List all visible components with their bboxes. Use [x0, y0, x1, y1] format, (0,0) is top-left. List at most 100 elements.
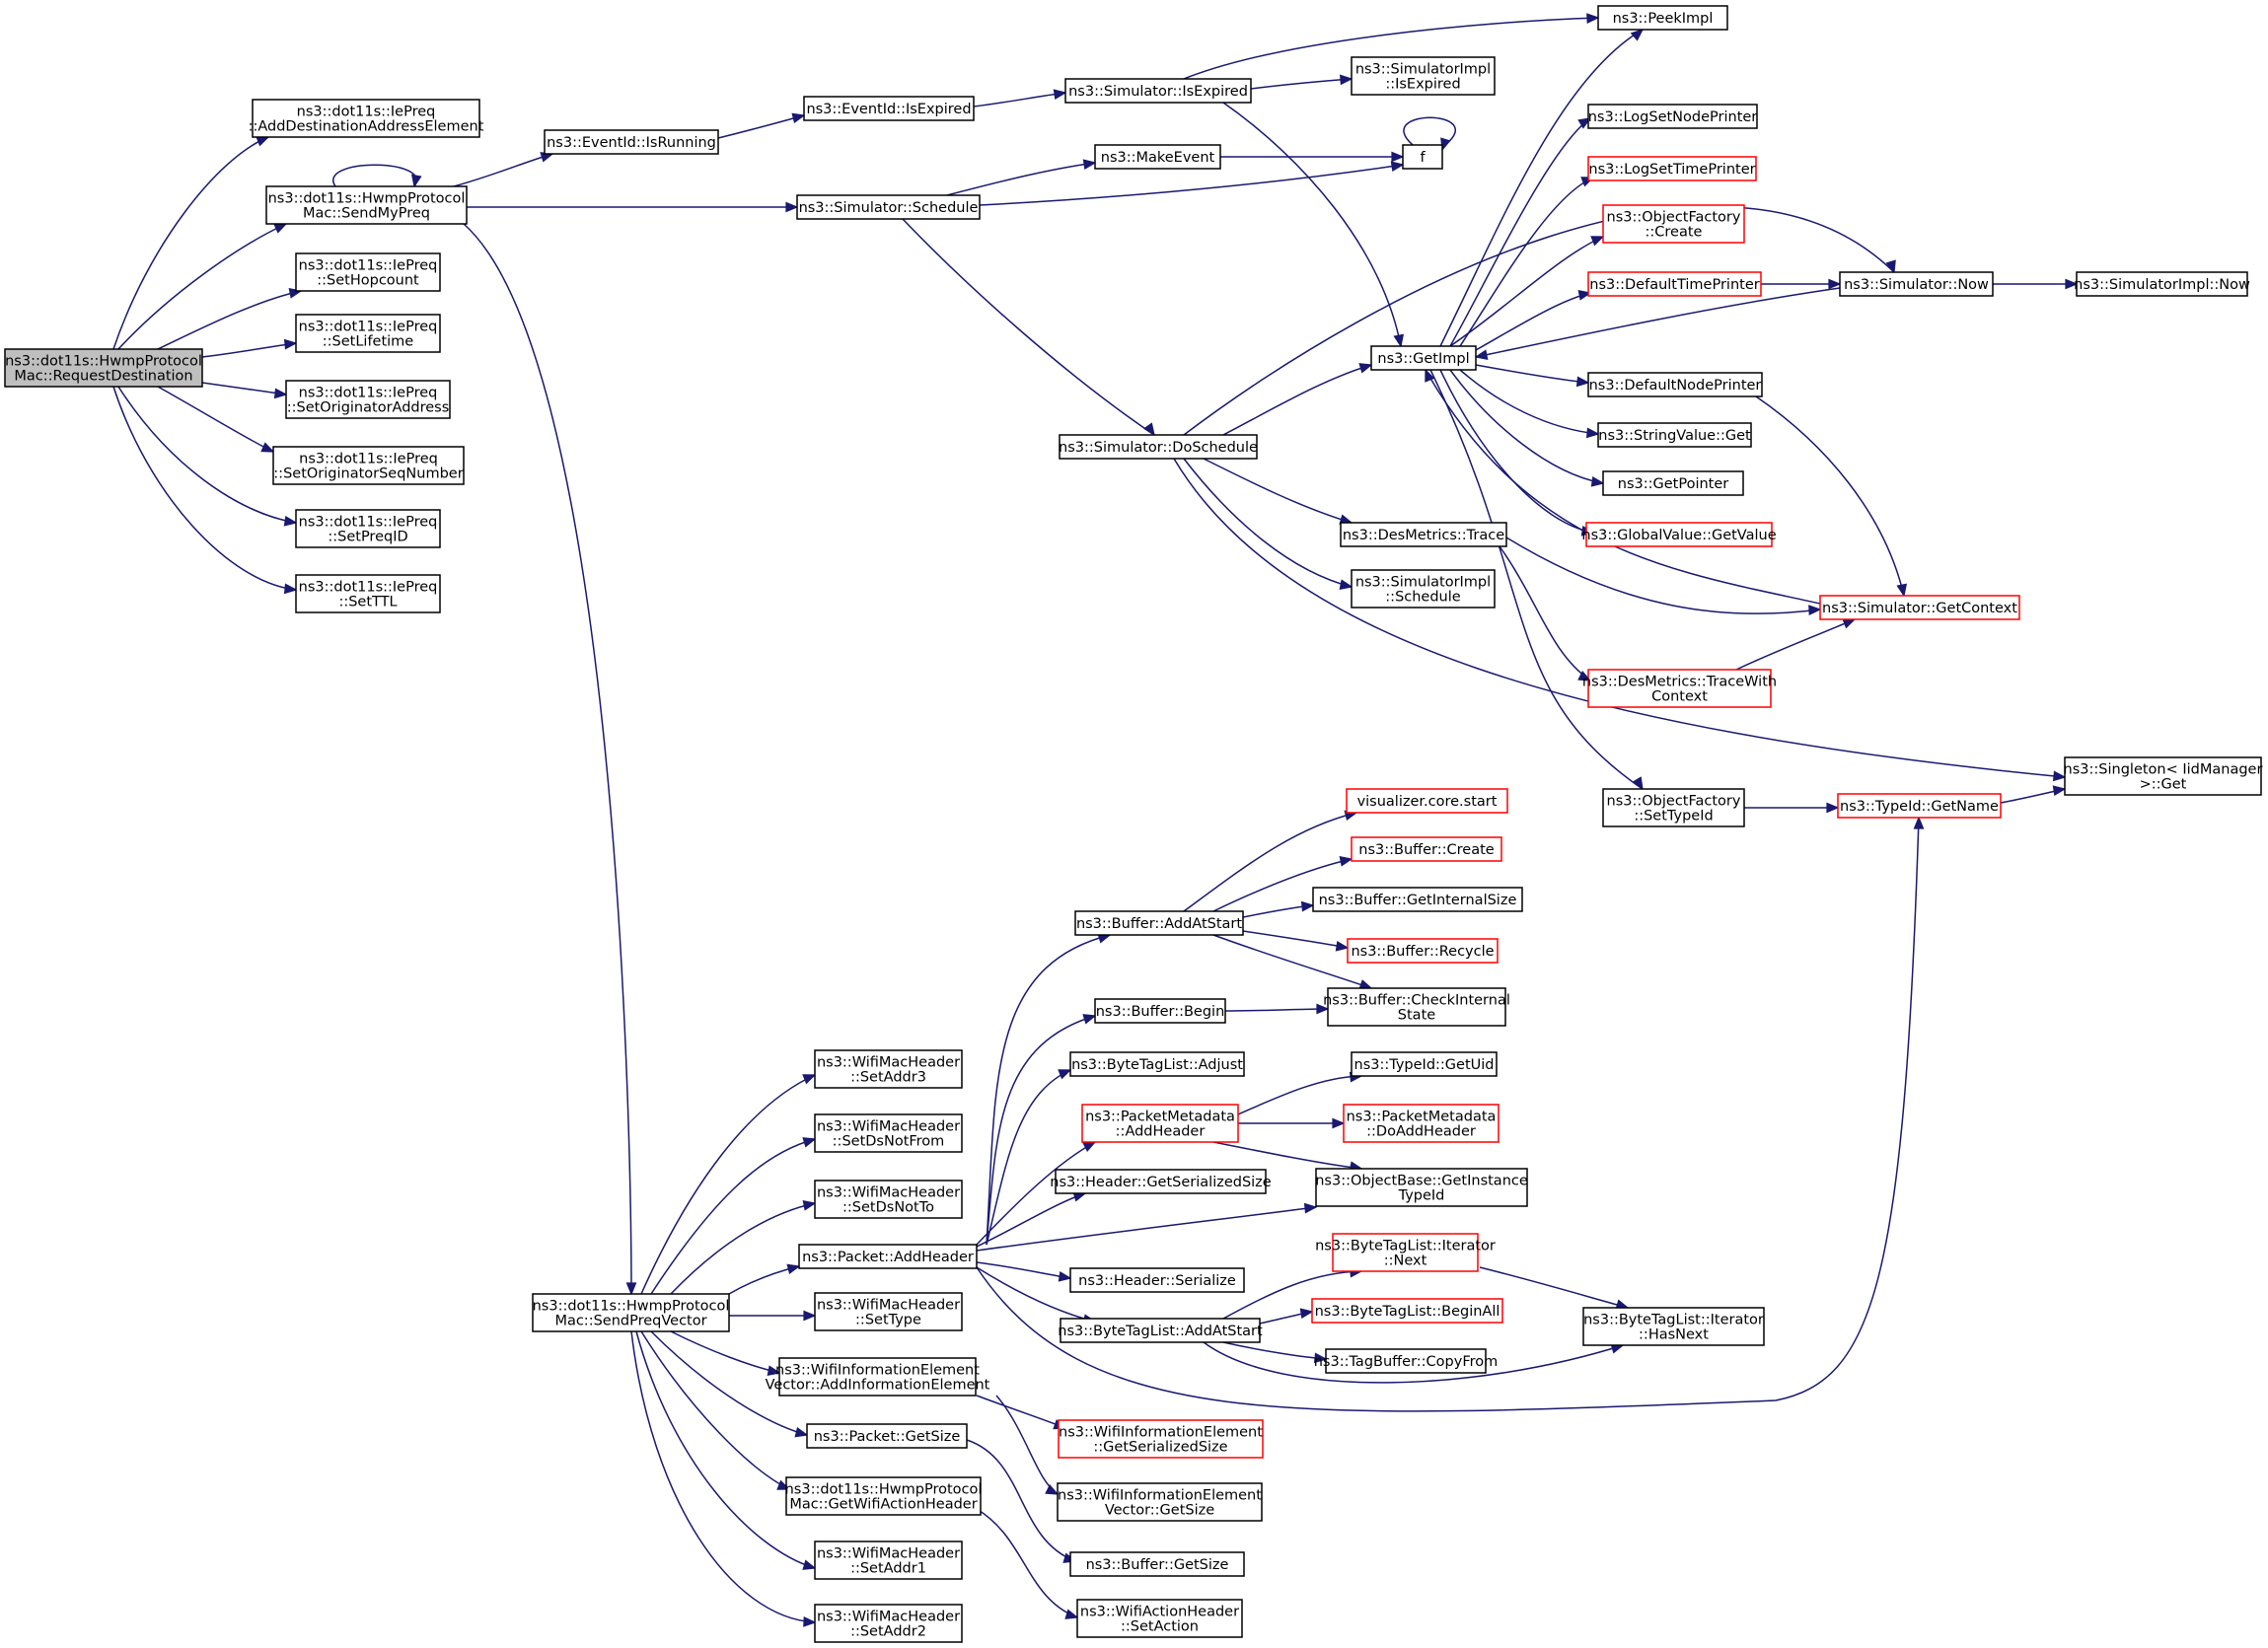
- function-node-ofcreate[interactable]: ns3::ObjectFactory::Create: [1602, 204, 1745, 244]
- function-node-implnow[interactable]: ns3::SimulatorImpl::Now: [2074, 271, 2250, 297]
- function-node-tidgetname[interactable]: ns3::TypeId::GetName: [1837, 793, 2002, 819]
- function-node-label: ns3::Simulator::DoSchedule: [1059, 440, 1258, 456]
- function-node-label: ns3::dot11s::HwmpProtocol: [533, 1299, 730, 1315]
- function-node-label: ns3::TypeId::GetUid: [1354, 1057, 1495, 1073]
- function-node-pktgetsize[interactable]: ns3::Packet::GetSize: [806, 1423, 968, 1449]
- function-node-label: ns3::TypeId::GetName: [1840, 799, 1999, 815]
- function-node-btladjust[interactable]: ns3::ByteTagList::Adjust: [1069, 1051, 1245, 1077]
- function-node-setorig[interactable]: ns3::dot11s::IePreq::SetOriginatorAddres…: [285, 380, 451, 419]
- function-node-simnow[interactable]: ns3::Simulator::Now: [1839, 271, 1994, 297]
- function-node-wahsetaction[interactable]: ns3::WifiActionHeader::SetAction: [1076, 1599, 1243, 1638]
- function-node-pktaddheader[interactable]: ns3::Packet::AddHeader: [798, 1244, 978, 1269]
- call-edge-pktaddheader-to-hdrserialize: [976, 1261, 1072, 1282]
- function-node-label: Vector::AddInformationElement: [766, 1378, 990, 1394]
- function-node-btlhasnext[interactable]: ns3::ByteTagList::Iterator::HasNext: [1582, 1307, 1765, 1346]
- function-node-sethop[interactable]: ns3::dot11s::IePreq::SetHopcount: [295, 252, 441, 292]
- function-node-label: ns3::GlobalValue::GetValue: [1581, 528, 1776, 543]
- function-node-wiegetser[interactable]: ns3::WifiInformationElement::GetSerializ…: [1058, 1419, 1264, 1459]
- function-node-getwifiaction[interactable]: ns3::dot11s::HwmpProtocolMac::GetWifiAct…: [785, 1476, 983, 1516]
- function-node-peekimpl[interactable]: ns3::PeekImpl: [1597, 5, 1728, 31]
- function-node-label: ns3::WifiActionHeader: [1080, 1605, 1239, 1620]
- function-node-doschedule[interactable]: ns3::Simulator::DoSchedule: [1059, 434, 1258, 460]
- function-node-label: >::Get: [2140, 777, 2187, 793]
- function-node-tidgetuid[interactable]: ns3::TypeId::GetUid: [1351, 1051, 1498, 1077]
- function-node-root[interactable]: ns3::dot11s::HwmpProtocolMac::RequestDes…: [4, 348, 203, 388]
- function-node-bufgetsize[interactable]: ns3::Buffer::GetSize: [1069, 1551, 1245, 1577]
- function-node-setpreqid[interactable]: ns3::dot11s::IePreq::SetPreqID: [295, 509, 441, 548]
- function-node-wievadd[interactable]: ns3::WifiInformationElementVector::AddIn…: [766, 1357, 990, 1397]
- call-edge-f-to-f: [1403, 116, 1456, 152]
- function-node-eventisexpired[interactable]: ns3::EventId::IsExpired: [803, 96, 975, 121]
- function-node-label: ::SetLifetime: [323, 334, 414, 350]
- function-node-pmdoadd[interactable]: ns3::PacketMetadata::DoAddHeader: [1343, 1104, 1500, 1143]
- function-node-getcontext[interactable]: ns3::Simulator::GetContext: [1819, 595, 2020, 620]
- function-node-hdrgetsize[interactable]: ns3::Header::GetSerializedSize: [1050, 1169, 1272, 1194]
- function-node-label: ns3::GetPointer: [1618, 476, 1729, 492]
- function-node-logsettime[interactable]: ns3::LogSetTimePrinter: [1587, 156, 1757, 181]
- function-node-btlbeginall[interactable]: ns3::ByteTagList::BeginAll: [1311, 1298, 1503, 1324]
- function-node-wievgetsize[interactable]: ns3::WifiInformationElementVector::GetSi…: [1057, 1482, 1263, 1522]
- function-node-adddest[interactable]: ns3::dot11s::IePreq::AddDestinationAddre…: [249, 99, 484, 138]
- function-node-label: ::SetType: [855, 1313, 921, 1328]
- call-edge-sendmypreq-to-sendpreqvector: [463, 223, 637, 1296]
- function-node-f[interactable]: f: [1402, 144, 1443, 170]
- function-node-setttl[interactable]: ns3::dot11s::IePreq::SetTTL: [295, 574, 441, 613]
- function-node-dmtrace[interactable]: ns3::DesMetrics::Trace: [1340, 522, 1507, 547]
- function-node-label: ::SetPreqID: [328, 530, 407, 545]
- function-node-schedule[interactable]: ns3::Simulator::Schedule: [796, 194, 981, 220]
- function-node-bufaddatstart[interactable]: ns3::Buffer::AddAtStart: [1074, 910, 1244, 936]
- function-node-label: Mac::GetWifiActionHeader: [789, 1497, 977, 1513]
- function-node-implisexpired[interactable]: ns3::SimulatorImpl::IsExpired: [1351, 56, 1496, 96]
- call-edge-schedule-to-doschedule: [902, 218, 1155, 437]
- function-node-label: ns3::Singleton< IidManager: [2064, 762, 2263, 778]
- call-edge-root-to-setttl: [112, 386, 298, 595]
- function-node-tbcopyfrom[interactable]: ns3::TagBuffer::CopyFrom: [1314, 1348, 1499, 1374]
- function-node-svget[interactable]: ns3::StringValue::Get: [1597, 422, 1752, 448]
- function-node-implschedule[interactable]: ns3::SimulatorImpl::Schedule: [1351, 569, 1496, 609]
- function-node-wmhaddr2[interactable]: ns3::WifiMacHeader::SetAddr2: [814, 1604, 963, 1643]
- function-node-wmhaddr1[interactable]: ns3::WifiMacHeader::SetAddr1: [814, 1541, 963, 1580]
- function-node-defnode[interactable]: ns3::DefaultNodePrinter: [1587, 372, 1763, 397]
- call-edge-getimpl-to-defnode: [1475, 364, 1590, 388]
- function-node-label: ns3::ByteTagList::Adjust: [1071, 1057, 1243, 1073]
- function-node-hdrserialize[interactable]: ns3::Header::Serialize: [1069, 1267, 1245, 1293]
- function-node-label: ns3::PacketMetadata: [1347, 1110, 1497, 1125]
- function-node-ofsettypeid[interactable]: ns3::ObjectFactory::SetTypeId: [1602, 788, 1745, 827]
- function-node-wmhdsnotto[interactable]: ns3::WifiMacHeader::SetDsNotTo: [814, 1180, 963, 1219]
- function-node-makeevent[interactable]: ns3::MakeEvent: [1094, 144, 1221, 170]
- function-node-getimpl[interactable]: ns3::GetImpl: [1370, 345, 1477, 371]
- function-node-label: ns3::dot11s::IePreq: [299, 386, 438, 401]
- function-node-isrunning[interactable]: ns3::EventId::IsRunning: [544, 129, 719, 155]
- function-node-getpointer[interactable]: ns3::GetPointer: [1602, 470, 1744, 496]
- function-node-label: ns3::ByteTagList::BeginAll: [1315, 1304, 1500, 1320]
- function-node-wmhdsnotfrom[interactable]: ns3::WifiMacHeader::SetDsNotFrom: [814, 1113, 963, 1153]
- function-node-sendpreqvector[interactable]: ns3::dot11s::HwmpProtocolMac::SendPreqVe…: [532, 1293, 730, 1332]
- function-node-bufrecycle[interactable]: ns3::Buffer::Recycle: [1347, 938, 1499, 964]
- call-edge-pktaddheader-to-btladjust: [986, 1069, 1072, 1246]
- function-node-bufcreate[interactable]: ns3::Buffer::Create: [1351, 836, 1502, 862]
- function-node-wmhsettype[interactable]: ns3::WifiMacHeader::SetType: [814, 1292, 963, 1331]
- function-node-logsetnode[interactable]: ns3::LogSetNodePrinter: [1587, 104, 1758, 129]
- function-node-bufinternal[interactable]: ns3::Buffer::GetInternalSize: [1312, 887, 1523, 912]
- function-node-pmaddheader[interactable]: ns3::PacketMetadata::AddHeader: [1081, 1104, 1239, 1143]
- function-node-singleton[interactable]: ns3::Singleton< IidManager>::Get: [2064, 756, 2263, 796]
- function-node-vizstart[interactable]: visualizer.core.start: [1346, 788, 1508, 814]
- function-node-label: ns3::SimulatorImpl: [1355, 575, 1491, 591]
- function-node-gvgetvalue[interactable]: ns3::GlobalValue::GetValue: [1581, 522, 1777, 547]
- function-node-bufbegin[interactable]: ns3::Buffer::Begin: [1094, 998, 1226, 1024]
- function-node-label: ns3::ObjectFactory: [1607, 794, 1741, 810]
- function-node-simisexpired[interactable]: ns3::Simulator::IsExpired: [1064, 78, 1252, 104]
- function-node-deftime[interactable]: ns3::DefaultTimePrinter: [1587, 271, 1762, 297]
- function-node-setlife[interactable]: ns3::dot11s::IePreq::SetLifetime: [295, 314, 441, 353]
- function-node-label: ns3::WifiMacHeader: [817, 1610, 960, 1625]
- function-node-wmhaddr3[interactable]: ns3::WifiMacHeader::SetAddr3: [814, 1049, 963, 1089]
- function-node-btladdatstart[interactable]: ns3::ByteTagList::AddAtStart: [1058, 1318, 1263, 1343]
- call-edge-bufaddatstart-to-bufinternal: [1242, 900, 1315, 918]
- function-node-setorigseq[interactable]: ns3::dot11s::IePreq::SetOriginatorSeqNum…: [272, 446, 465, 485]
- function-node-label: ns3::Header::Serialize: [1078, 1273, 1236, 1289]
- function-node-btliternext[interactable]: ns3::ByteTagList::Iterator::Next: [1315, 1233, 1496, 1272]
